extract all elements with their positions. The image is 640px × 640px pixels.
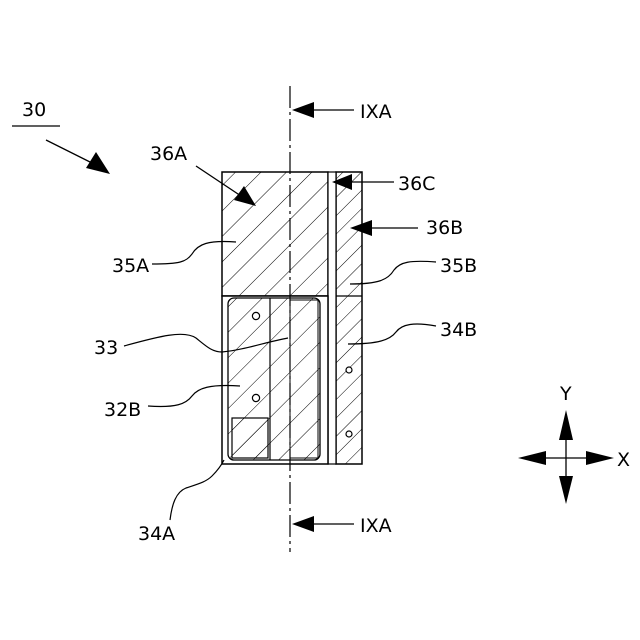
ref-34a-leader <box>170 460 224 520</box>
ref-30-arrow-shaft <box>46 140 94 164</box>
ref-34b: 34B <box>440 319 477 341</box>
ref-33: 33 <box>94 337 118 359</box>
hole-1 <box>252 312 259 319</box>
strip-36b <box>336 172 362 464</box>
section-bottom-label: IXA <box>360 515 392 537</box>
axis-left-arrowhead <box>518 451 546 465</box>
axis-x-label: X <box>617 449 630 471</box>
ref-36b: 36B <box>426 217 463 239</box>
axis-right-arrowhead <box>586 451 614 465</box>
block-36a <box>222 172 328 296</box>
section-top-label: IXA <box>360 101 392 123</box>
ref-34a: 34A <box>138 523 175 545</box>
hole-2 <box>252 394 259 401</box>
ref-30-arrowhead <box>86 152 110 174</box>
axis-down-arrowhead <box>559 476 573 504</box>
ref-36a: 36A <box>150 143 187 165</box>
section-bottom-arrowhead <box>292 516 314 532</box>
ref-30: 30 <box>22 99 46 121</box>
axis-up-arrowhead <box>559 410 573 440</box>
lower-pad <box>232 418 268 458</box>
ref-36c: 36C <box>398 173 435 195</box>
hole-3 <box>346 367 352 373</box>
ref-35a: 35A <box>112 255 149 277</box>
hole-4 <box>346 431 352 437</box>
ref-35b: 35B <box>440 255 477 277</box>
ref-35b-leader <box>350 261 436 284</box>
axis-y-label: Y <box>559 383 572 405</box>
ref-32b: 32B <box>104 399 141 421</box>
gap-36c <box>328 172 336 464</box>
section-top-arrowhead <box>292 102 314 118</box>
